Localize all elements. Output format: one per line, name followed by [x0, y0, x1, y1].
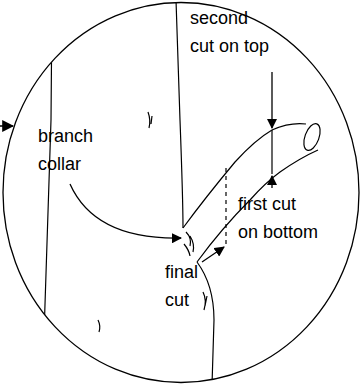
branch-end — [301, 121, 324, 152]
callout-label: final cut — [165, 258, 207, 314]
callout-label: second cut on top — [190, 4, 273, 60]
trunk-edge — [176, 0, 183, 228]
pointer-arrow — [0, 125, 13, 127]
final-cut-line — [225, 168, 226, 244]
tree-drawing — [44, 0, 323, 385]
label-position: first cut on bottom — [238, 190, 320, 246]
collar-mark — [184, 232, 194, 256]
bark-mark — [148, 112, 152, 128]
bark-mark — [98, 320, 100, 332]
label-position: branch collar — [38, 122, 100, 178]
leader-arrow — [202, 247, 224, 262]
leader-arrow — [271, 72, 272, 128]
leader-arrow — [271, 176, 272, 188]
label-position: final cut — [165, 258, 207, 314]
cut-line — [271, 130, 272, 174]
callout-label: first cut on bottom — [238, 190, 320, 246]
bark-mark — [203, 292, 207, 310]
callout-label: branch collar — [38, 122, 100, 178]
trunk-edge — [197, 262, 214, 385]
label-position: second cut on top — [190, 4, 273, 60]
magnifier-circle — [3, 3, 359, 383]
leader-arrow — [70, 184, 181, 238]
